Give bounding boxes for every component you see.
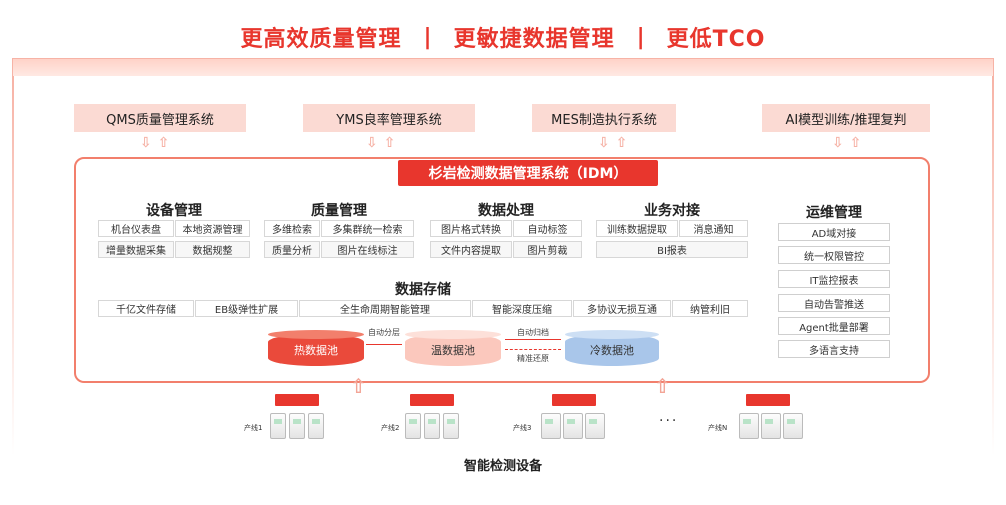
system-yms: YMS良率管理系统: [303, 104, 475, 132]
flow-label-auto-archive: 自动归档: [517, 328, 549, 337]
pool-warm-label: 温数据池: [431, 344, 475, 357]
cell-device-dashboard: 机台仪表盘: [98, 220, 174, 237]
upload-arrow-icon: ⇧: [350, 374, 367, 398]
ops-ad-domain: AD域对接: [778, 223, 890, 241]
system-mes: MES制造执行系统: [532, 104, 676, 132]
sync-arrows: ⇩⇧: [598, 135, 627, 151]
inspection-machine-icon: [289, 413, 305, 439]
device-tag: [410, 394, 454, 406]
flow-label-restore: 精准还原: [517, 354, 549, 363]
ops-agent-deploy: Agent批量部署: [778, 317, 890, 335]
storage-feature-legacy: 纳管利旧: [672, 300, 748, 317]
arrow-up-icon: ⇧: [615, 135, 628, 151]
ops-multi-language: 多语言支持: [778, 340, 890, 358]
cell-incremental-collect: 增量数据采集: [98, 241, 174, 258]
devices-caption: 智能检测设备: [463, 459, 542, 474]
inspection-machine-icon: [761, 413, 781, 439]
sync-arrows: ⇩⇧: [366, 135, 395, 151]
inspection-machine-icon: [585, 413, 605, 439]
arrow-up-icon: ⇧: [383, 135, 396, 151]
device-tag: [746, 394, 790, 406]
storage-feature-compress: 智能深度压缩: [472, 300, 572, 317]
flow-arrow-cold-warm: [505, 349, 561, 350]
cell-cluster-search: 多集群统一检索: [321, 220, 414, 237]
cell-local-resource: 本地资源管理: [175, 220, 250, 237]
idm-title: 杉岩检测数据管理系统（IDM）: [398, 160, 658, 186]
pool-hot: 热数据池: [268, 330, 364, 366]
ops-permission: 统一权限管控: [778, 246, 890, 264]
cell-auto-tag: 自动标签: [513, 220, 582, 237]
outer-frame: [12, 58, 994, 468]
arrow-up-icon: ⇧: [849, 135, 862, 151]
storage-feature-lifecycle: 全生命周期智能管理: [299, 300, 471, 317]
group-title-storage: 数据存储: [395, 282, 451, 298]
ops-it-monitor: IT监控报表: [778, 270, 890, 288]
cell-content-extract: 文件内容提取: [430, 241, 512, 258]
group-title-ops: 运维管理: [806, 205, 862, 221]
group-title-processing: 数据处理: [478, 203, 534, 219]
cell-data-normalize: 数据规整: [175, 241, 250, 258]
device-tag: [275, 394, 319, 406]
line-label-n: 产线N: [708, 424, 728, 432]
pool-cold-label: 冷数据池: [590, 344, 634, 357]
flow-label-auto-tier: 自动分层: [368, 328, 400, 337]
inspection-machine-icon: [541, 413, 561, 439]
group-title-quality: 质量管理: [311, 203, 367, 219]
cell-multi-search: 多维检索: [264, 220, 320, 237]
arrow-down-icon: ⇩: [832, 135, 844, 151]
group-title-device: 设备管理: [146, 203, 202, 219]
system-ai: AI模型训练/推理复判: [762, 104, 930, 132]
cell-message-notify: 消息通知: [679, 220, 748, 237]
pool-cold: 冷数据池: [565, 330, 659, 366]
headline-item-tco: 更低TCO: [666, 27, 766, 52]
inspection-machine-icon: [270, 413, 286, 439]
arrow-down-icon: ⇩: [366, 135, 378, 151]
headline-item-agility: 更敏捷数据管理: [453, 27, 615, 52]
storage-feature-multi-protocol: 多协议无损互通: [573, 300, 671, 317]
group-title-business: 业务对接: [644, 203, 700, 219]
inspection-machine-icon: [739, 413, 759, 439]
arrow-down-icon: ⇩: [140, 135, 152, 151]
inspection-machine-icon: [405, 413, 421, 439]
storage-feature-eb-scale: EB级弹性扩展: [195, 300, 298, 317]
headline: 更高效质量管理 | 更敏捷数据管理 | 更低TCO: [0, 20, 1006, 54]
sync-arrows: ⇩⇧: [140, 135, 169, 151]
line-label-2: 产线2: [381, 424, 400, 432]
storage-feature-billion-files: 千亿文件存储: [98, 300, 194, 317]
device-tag: [552, 394, 596, 406]
headline-separator: |: [636, 24, 645, 50]
inspection-machine-icon: [783, 413, 803, 439]
system-qms: QMS质量管理系统: [74, 104, 246, 132]
flow-arrow-warm-cold: [505, 339, 561, 340]
arrow-down-icon: ⇩: [598, 135, 610, 151]
cell-image-crop: 图片剪裁: [513, 241, 582, 258]
frame-left-edge: [12, 76, 14, 456]
cell-bi-report: BI报表: [596, 241, 748, 258]
ops-auto-alert: 自动告警推送: [778, 294, 890, 312]
pool-hot-label: 热数据池: [294, 344, 338, 357]
more-lines-ellipsis: ···: [659, 413, 679, 429]
sync-arrows: ⇩⇧: [832, 135, 861, 151]
inspection-machine-icon: [443, 413, 459, 439]
inspection-machine-icon: [308, 413, 324, 439]
frame-right-edge: [992, 76, 994, 456]
arrow-up-icon: ⇧: [157, 135, 170, 151]
inspection-machine-icon: [424, 413, 440, 439]
line-label-3: 产线3: [513, 424, 532, 432]
cell-training-data: 训练数据提取: [596, 220, 678, 237]
inspection-machine-icon: [563, 413, 583, 439]
flow-arrow-hot-warm: [366, 344, 402, 345]
cell-format-convert: 图片格式转换: [430, 220, 512, 237]
headline-item-efficiency: 更高效质量管理: [240, 27, 402, 52]
line-label-1: 产线1: [244, 424, 263, 432]
cell-image-annotation: 图片在线标注: [321, 241, 414, 258]
headline-separator: |: [423, 24, 432, 50]
cell-quality-analysis: 质量分析: [264, 241, 320, 258]
upload-arrow-icon: ⇧: [654, 374, 671, 398]
pool-warm: 温数据池: [405, 330, 501, 366]
frame-top-band: [12, 58, 994, 76]
